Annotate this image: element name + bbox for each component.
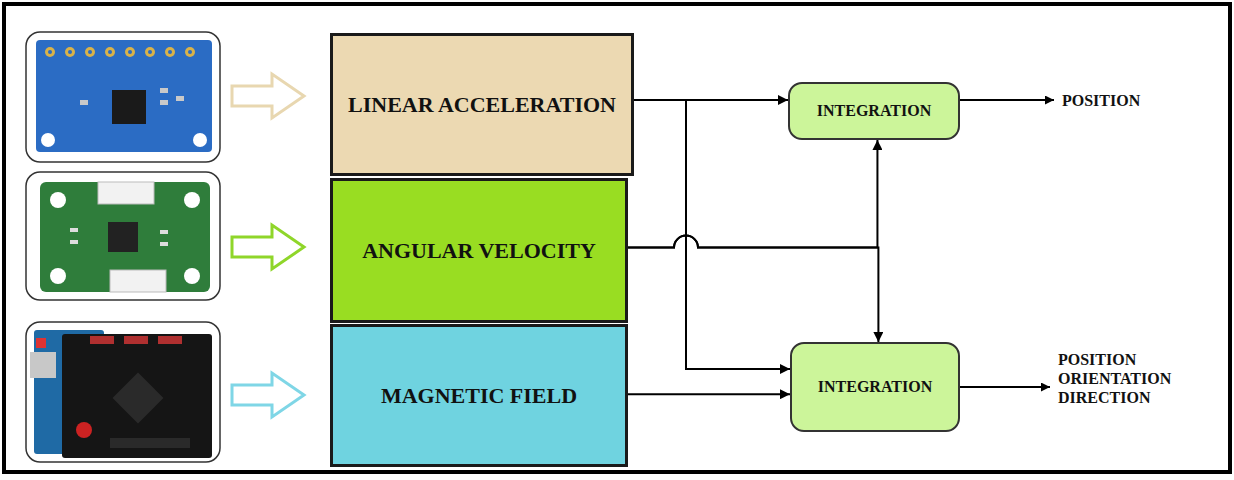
- gyroscope-board: [40, 182, 210, 292]
- signal-connector: [628, 393, 790, 395]
- magnetometer-shield: [30, 330, 212, 458]
- output-label: POSITION: [1062, 91, 1140, 110]
- output-label: POSITION ORIENTATION DIRECTION: [1058, 350, 1171, 408]
- accelerometer-board: [36, 40, 212, 152]
- signal-connector: [634, 100, 790, 369]
- picture-frame: [26, 172, 220, 300]
- box-text: LINEAR ACCELERATION: [338, 87, 626, 123]
- text-stack: LINEAR ACCELERATION: [338, 87, 626, 123]
- hollow-arrow: [232, 225, 304, 269]
- text-stack: INTEGRATION: [812, 375, 938, 399]
- integration-box: INTEGRATION: [788, 82, 960, 140]
- output-arrow: [960, 386, 1050, 388]
- box-text: ANGULAR VELOCITY: [352, 233, 606, 269]
- sensor-quantity-box: MAGNETIC FIELD: [330, 324, 628, 467]
- signal-connector: [628, 140, 877, 248]
- box-text: MAGNETIC FIELD: [371, 378, 587, 414]
- picture-frame: [26, 322, 220, 462]
- hollow-arrow: [232, 74, 304, 118]
- output-arrow: [960, 99, 1054, 101]
- sensor-quantity-box: ANGULAR VELOCITY: [330, 178, 628, 323]
- signal-connector: [628, 236, 878, 342]
- box-text: INTEGRATION: [812, 375, 938, 399]
- text-stack: MAGNETIC FIELD: [371, 378, 587, 414]
- sensor-quantity-box: LINEAR ACCELERATION: [330, 33, 634, 176]
- text-stack: INTEGRATION: [811, 99, 937, 123]
- integration-box: INTEGRATION: [790, 342, 960, 432]
- box-text: INTEGRATION: [811, 99, 937, 123]
- text-stack: ANGULAR VELOCITY: [352, 233, 606, 269]
- picture-frame: [26, 32, 220, 162]
- hollow-arrow: [232, 373, 304, 417]
